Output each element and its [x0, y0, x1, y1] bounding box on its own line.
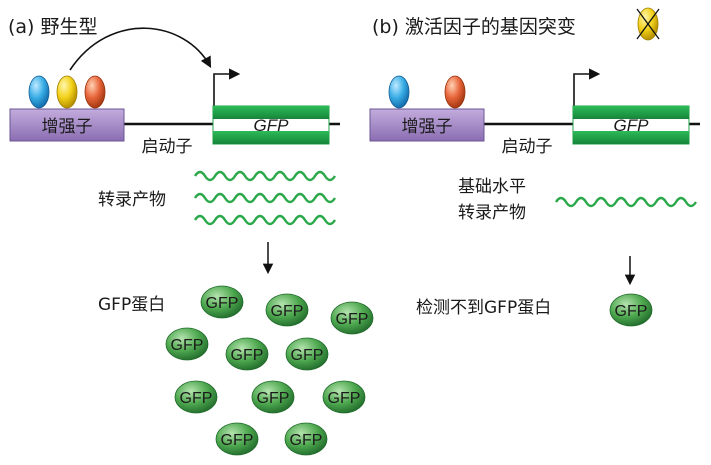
panel-b: (b) 激活因子的基因突变 增强子 启动子 GFP 基础水平 转录产物: [369, 7, 700, 327]
activation-arrow: [69, 27, 212, 71]
transcript-label-line1: 基础水平: [458, 177, 526, 197]
enhancer-label: 增强子: [42, 117, 93, 137]
transcript-wave-2: [193, 192, 337, 204]
protein-blob-label: GFP: [231, 347, 264, 364]
protein-blob: GFP: [285, 337, 329, 371]
enhancer-box: [9, 108, 125, 142]
activator-yellow: [56, 75, 78, 109]
protein-blob: GFP: [174, 380, 218, 414]
gfp-gene-label: GFP: [614, 116, 650, 135]
protein-blob: GFP: [284, 422, 328, 456]
gfp-gene-label: GFP: [254, 116, 290, 135]
enhancer-label: 增强子: [402, 117, 453, 137]
promoter-label: 启动子: [502, 137, 553, 157]
activator-blue: [28, 75, 50, 109]
protein-blob-label: GFP: [180, 390, 213, 407]
protein-blob: GFP: [330, 301, 374, 335]
protein-blob-label: GFP: [291, 347, 324, 364]
transcript-label: 转录产物: [98, 190, 166, 210]
protein-blob-label: GFP: [221, 432, 254, 449]
protein-blob: GFP: [215, 422, 259, 456]
gfp-gene-band-bottom: [573, 131, 689, 144]
transcript-wave-1: [193, 170, 337, 182]
gfp-gene-band-top: [213, 106, 329, 119]
no-protein-label: 检测不到GFP蛋白: [416, 298, 551, 318]
transcription-start-arrow: [213, 68, 241, 106]
protein-blob: GFP: [225, 337, 269, 371]
protein-label: GFP蛋白: [98, 295, 165, 315]
transcription-start-arrow: [573, 68, 601, 106]
protein-blob-label: GFP: [290, 432, 323, 449]
transcript-label-line2: 转录产物: [458, 203, 526, 223]
activator-orange: [444, 75, 466, 109]
protein-blob-label: GFP: [328, 390, 361, 407]
activator-orange: [84, 75, 106, 109]
protein-blob: GFP: [165, 327, 209, 361]
gfp-gene-band-bottom: [213, 131, 329, 144]
protein-blob-label: GFP: [206, 295, 239, 312]
promoter-label: 启动子: [142, 137, 193, 157]
protein-blob-label: GFP: [257, 390, 290, 407]
panel-a: (a) 野生型 增强子 启动子 GFP 转录产物 GFP蛋白: [8, 16, 374, 456]
protein-blob: GFP: [609, 293, 653, 327]
protein-blob: GFP: [322, 380, 366, 414]
protein-blob: GFP: [265, 293, 309, 327]
enhancer-box: [369, 108, 485, 142]
gfp-gene-band-top: [573, 106, 689, 119]
protein-blob: GFP: [251, 380, 295, 414]
transcript-wave-3: [193, 214, 337, 226]
protein-blob-label: GFP: [615, 303, 648, 320]
panel-b-title: (b) 激活因子的基因突变: [372, 16, 576, 38]
panel-a-title: (a) 野生型: [8, 16, 98, 38]
protein-blob: GFP: [200, 285, 244, 319]
transcript-wave-basal: [554, 196, 698, 208]
activator-blue: [388, 75, 410, 109]
mutant-activator-icon: [636, 7, 660, 41]
protein-blob-label: GFP: [171, 337, 204, 354]
protein-blob-label: GFP: [271, 303, 304, 320]
protein-blob-label: GFP: [336, 311, 369, 328]
